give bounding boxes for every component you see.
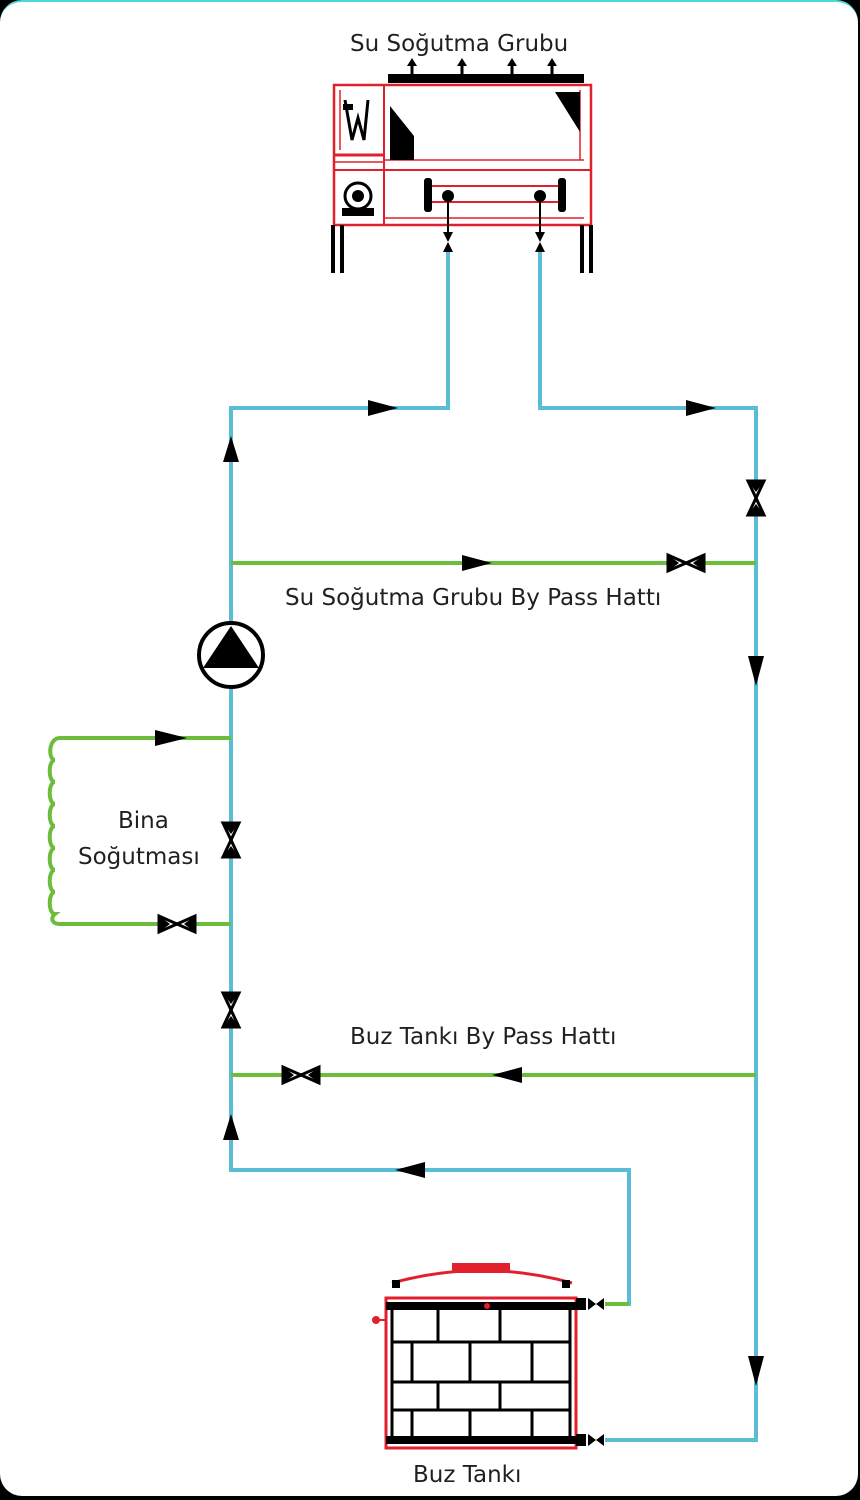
flow-arrow-icon	[368, 400, 398, 416]
chiller-label: Su Soğutma Grubu	[350, 31, 569, 57]
flow-arrow-icon	[155, 730, 187, 746]
valve-icon	[746, 479, 766, 517]
valve-icon	[535, 232, 545, 252]
ice-tank-bypass-label: Buz Tankı By Pass Hattı	[350, 1024, 617, 1050]
flow-arrow-icon	[223, 1114, 239, 1140]
building-cooling-label-line2: Soğutması	[78, 844, 200, 870]
pump-icon	[197, 621, 265, 689]
chiller-icon	[331, 58, 593, 273]
water-pipes	[229, 252, 758, 1442]
building-coil-icon	[47, 736, 61, 926]
flow-arrow-icon	[492, 1067, 522, 1083]
valve-icon	[221, 821, 241, 859]
flow-arrow-icon	[748, 656, 764, 686]
valve-icon	[221, 991, 241, 1029]
chiller-return-pipe	[538, 252, 758, 1442]
valve-icon	[281, 1065, 321, 1085]
flow-arrow-icon	[395, 1162, 425, 1178]
ice-tank-label: Buz Tankı	[413, 1462, 522, 1488]
bypass-pipes	[47, 561, 756, 1306]
flow-arrow-icon	[462, 555, 492, 571]
valve-icon	[443, 232, 453, 252]
valve-icon	[666, 553, 706, 573]
valve-icon	[157, 914, 197, 934]
flow-arrow-icon	[748, 1356, 764, 1386]
building-cooling-label-line1: Bina	[118, 808, 169, 834]
ice-tank-icon	[372, 1263, 604, 1450]
flow-arrow-icon	[223, 436, 239, 462]
flow-arrow-icon	[155, 400, 764, 1386]
flow-arrow-icon	[686, 400, 716, 416]
chiller-bypass-label: Su Soğutma Grubu By Pass Hattı	[285, 585, 662, 611]
